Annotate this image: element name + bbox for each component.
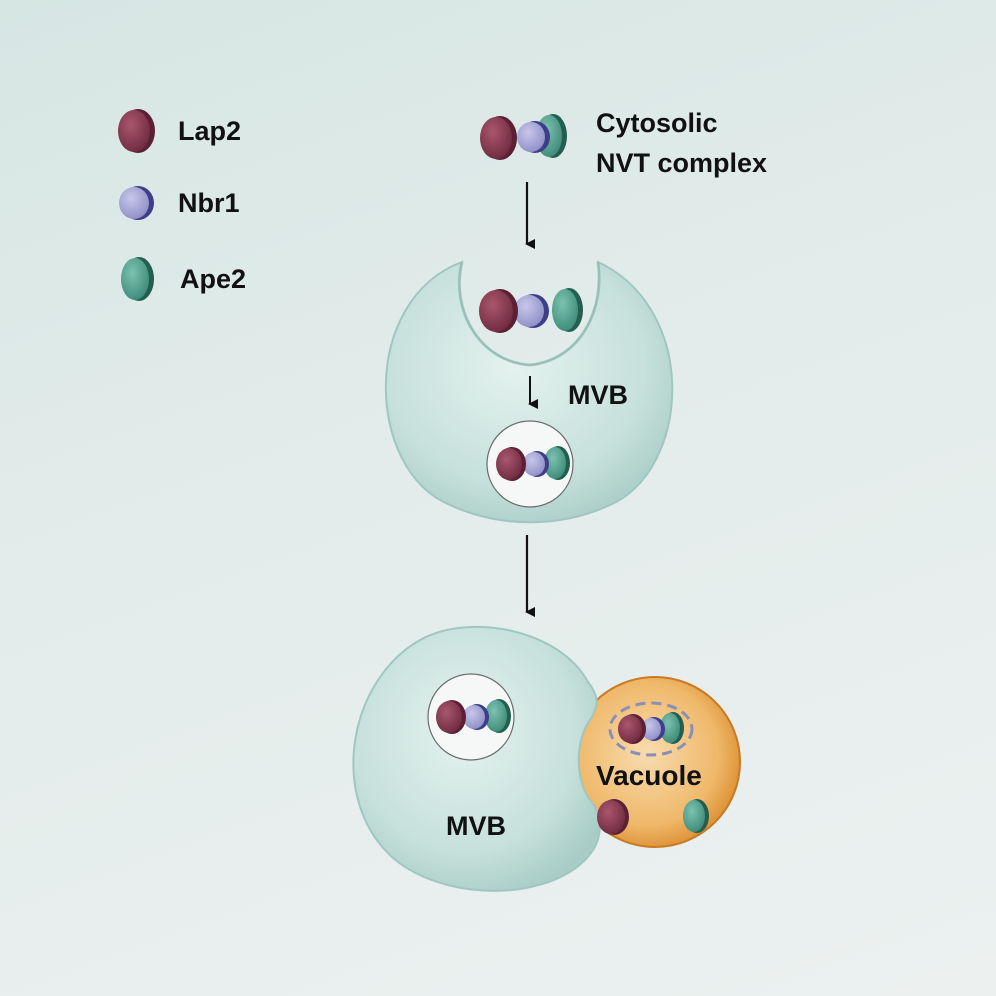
ape2-icon: [683, 800, 705, 832]
legend-label-ape2: Ape2: [180, 264, 246, 294]
ape2-icon: [544, 447, 566, 479]
vacuole-label: Vacuole: [596, 760, 702, 791]
ape2-icon: [121, 257, 154, 301]
legend-item-lap2: Lap2: [118, 109, 241, 153]
legend-item-nbr1: Nbr1: [119, 186, 240, 220]
lap2-icon: [480, 117, 512, 159]
ape2-icon: [660, 713, 680, 743]
vacuole-free-lap2: [597, 799, 629, 835]
ape2-icon: [552, 289, 578, 331]
nbr1-icon: [641, 718, 661, 740]
legend: Lap2 Nbr1 Ape2: [118, 109, 246, 301]
vacuole-released-vesicle: [608, 701, 694, 757]
nbr1-icon: [463, 705, 485, 729]
mvb-top-label: MVB: [568, 380, 628, 410]
intraluminal-vesicle-top: [486, 420, 574, 508]
cytosolic-label-line1: Cytosolic: [596, 108, 718, 138]
mvb-top: [384, 260, 674, 524]
legend-item-ape2: Ape2: [121, 257, 246, 301]
nbr1-icon: [514, 295, 544, 327]
mvb-bottom-label: MVB: [446, 811, 506, 841]
legend-label-nbr1: Nbr1: [178, 188, 240, 218]
intraluminal-vesicle-bottom: [427, 673, 515, 761]
cytosolic-nvt-complex: [480, 114, 567, 160]
nbr1-icon: [517, 122, 545, 152]
lap2-icon: [597, 800, 625, 834]
mvb-top-invagination-complex: [479, 288, 583, 333]
vacuole-free-ape2: [683, 799, 709, 833]
cytosolic-label-line2: NVT complex: [596, 148, 767, 178]
lap2-icon: [436, 701, 462, 733]
ape2-icon: [485, 700, 507, 732]
nbr1-icon: [119, 186, 154, 220]
lap2-icon: [479, 290, 513, 332]
lap2-icon: [496, 448, 522, 480]
lap2-icon: [118, 109, 155, 153]
legend-label-lap2: Lap2: [178, 116, 241, 146]
lap2-icon: [618, 715, 642, 743]
nbr1-icon: [523, 452, 545, 476]
